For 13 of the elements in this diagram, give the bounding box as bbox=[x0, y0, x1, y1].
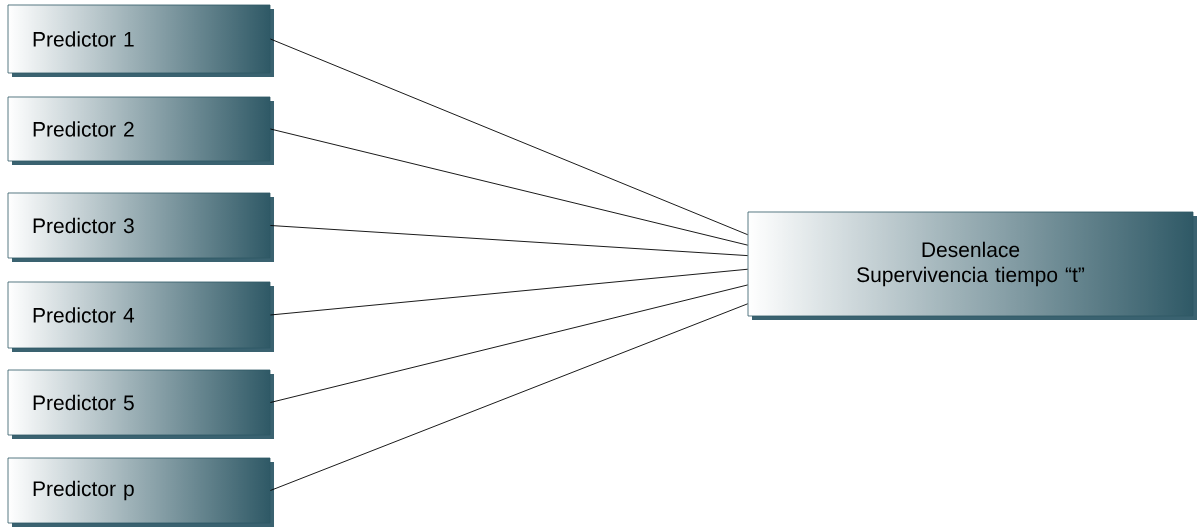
predictor-box: Predictor 2 bbox=[7, 96, 274, 165]
predictor-box: Predictor p bbox=[7, 457, 274, 527]
predictor-box: Predictor 3 bbox=[7, 192, 274, 262]
predictor-box: Predictor 1 bbox=[7, 4, 274, 77]
predictor-box: Predictor 5 bbox=[7, 369, 274, 439]
connector-line bbox=[269, 268, 749, 316]
predictor-box: Predictor 4 bbox=[7, 281, 274, 352]
connector-line bbox=[269, 303, 749, 491]
connector-line bbox=[269, 225, 749, 257]
connector-line bbox=[269, 128, 749, 246]
outcome-box: Desenlace Supervivencia tiempo “t” bbox=[747, 211, 1197, 320]
connector-line bbox=[269, 38, 749, 236]
connector-line bbox=[269, 284, 749, 403]
